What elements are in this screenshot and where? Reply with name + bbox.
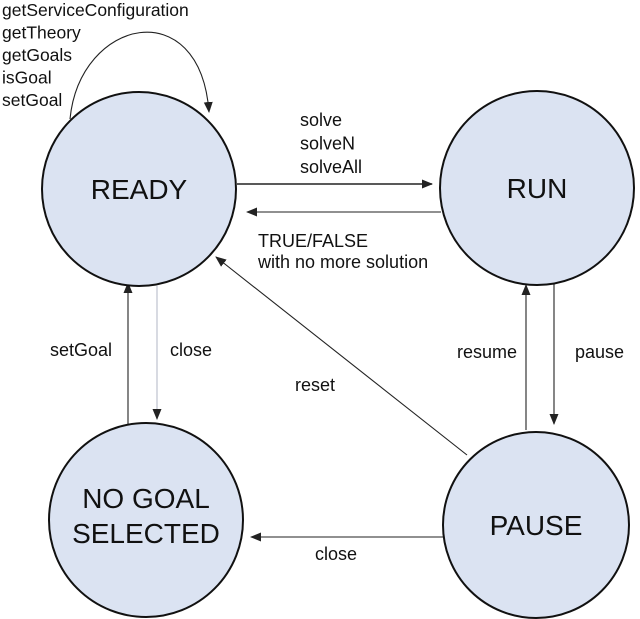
label-solveall: solveAll (300, 157, 362, 177)
state-no-goal-selected-label-line2: SELECTED (72, 518, 220, 549)
label-reset: reset (295, 375, 335, 395)
label-solve: solve (300, 110, 342, 130)
state-no-goal-selected-label-line1: NO GOAL (82, 483, 210, 514)
self-loop-label-isgoal: isGoal (2, 68, 52, 88)
state-pause-label: PAUSE (490, 510, 583, 541)
state-no-goal-selected-circle (48, 422, 244, 618)
state-ready-circle (41, 91, 237, 287)
state-pause-circle (442, 431, 630, 619)
self-loop-label-getserviceconfiguration: getServiceConfiguration (2, 0, 189, 20)
edge-ready-self-loop (69, 31, 213, 120)
edges (69, 31, 559, 542)
label-pause: pause (575, 342, 624, 362)
self-loop-label-gettheory: getTheory (2, 23, 81, 43)
label-setgoal: setGoal (50, 340, 112, 360)
label-close-bottom: close (315, 544, 357, 564)
label-close-upper: close (170, 340, 212, 360)
state-ready-label: READY (91, 174, 188, 205)
state-run-label: RUN (507, 173, 568, 204)
label-true-false: TRUE/FALSE (258, 231, 368, 251)
state-run-circle (439, 90, 635, 286)
label-solven: solveN (300, 134, 355, 154)
nodes: READY RUN NO GOAL SELECTED PAUSE (41, 90, 635, 619)
label-resume: resume (457, 342, 517, 362)
label-with-no-more-solution: with no more solution (257, 252, 428, 272)
self-loop-label-getgoals: getGoals (2, 45, 72, 65)
edge-pause-to-ready (215, 256, 468, 456)
self-loop-label-setgoal: setGoal (2, 90, 62, 110)
edge-labels: getServiceConfiguration getTheory getGoa… (2, 0, 624, 564)
